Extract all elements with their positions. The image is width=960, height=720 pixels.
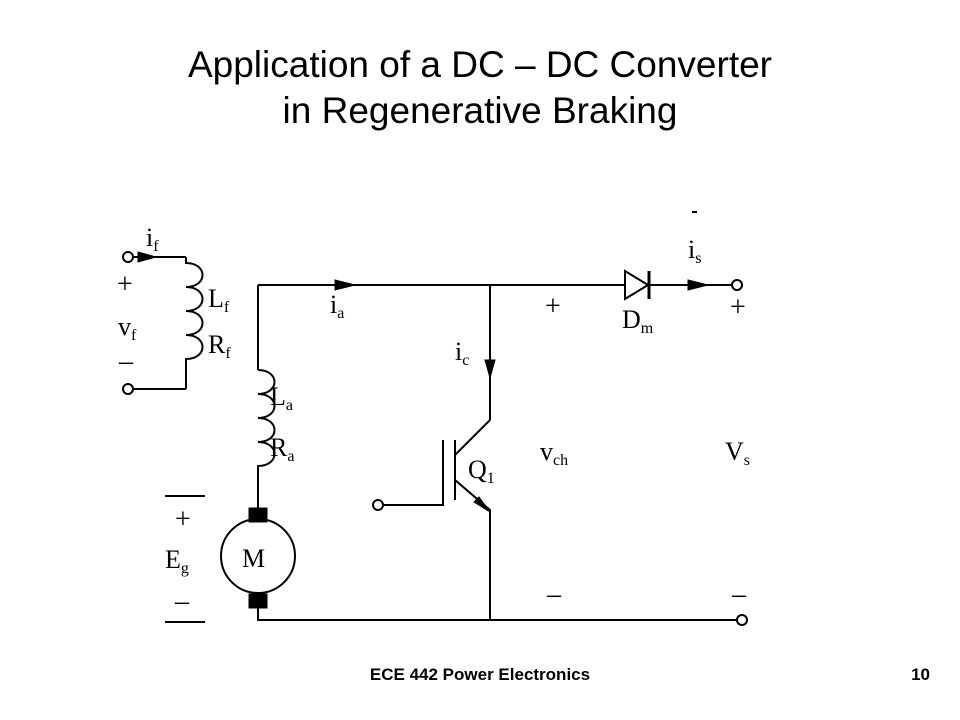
field-inductor-label: Lf (208, 284, 230, 316)
switch-name-label: Q1 (468, 455, 495, 487)
source-terminal-bottom (736, 614, 748, 626)
source-minus: – (731, 579, 747, 610)
field-plus: + (117, 269, 133, 300)
gate-terminal (372, 499, 384, 511)
diode-label: Dm (622, 305, 654, 337)
chopper-minus: – (546, 579, 562, 610)
source-plus: + (730, 292, 746, 323)
emf-minus: – (174, 586, 190, 617)
source-voltage-label: Vs (725, 437, 750, 469)
armature-inductor-coil (257, 369, 276, 481)
emf-plus: + (175, 504, 191, 535)
title-line-2: in Regenerative Braking (282, 90, 678, 131)
field-terminal-bottom (122, 383, 134, 395)
field-inductor-coil (185, 257, 204, 389)
igbt-collector-lead (454, 419, 491, 456)
armature-resistor-label: Ra (270, 433, 294, 465)
footer-page-number: 10 (911, 665, 930, 684)
armature-current-label: ia (330, 290, 344, 322)
source-terminal-top (731, 279, 743, 291)
switch-current-label: ic (455, 337, 469, 369)
motor-label: M (242, 544, 265, 573)
igbt-emitter-lead (454, 479, 491, 620)
source-current-arrow (687, 279, 709, 291)
title-line-1: Application of a DC – DC Converter (187, 44, 773, 85)
chopper-plus: + (545, 291, 561, 322)
motor-brush-bottom (248, 593, 268, 609)
emitter-arrow (473, 496, 491, 513)
igbt-gate (383, 440, 444, 506)
field-current-arrow (137, 251, 158, 263)
field-minus: – (118, 346, 134, 377)
slide-title: Application of a DC – DC Converter in Re… (0, 42, 960, 134)
field-resistor-label: Rf (208, 330, 231, 362)
field-current-label: if (146, 223, 159, 255)
diode-triangle (624, 269, 650, 301)
main-bottom-wire (257, 602, 737, 621)
switch-current-arrow (484, 359, 496, 380)
source-current-label: is (688, 235, 701, 267)
field-terminal-top (122, 251, 134, 263)
footer-course: ECE 442 Power Electronics (369, 665, 591, 684)
armature-inductor-label: La (270, 382, 293, 414)
chopper-voltage-label: vch (540, 437, 568, 469)
armature-current-arrow (334, 279, 356, 291)
emf-label: Eg (165, 545, 189, 577)
motor-brush-top (248, 507, 268, 523)
field-voltage-label: vf (118, 312, 137, 344)
